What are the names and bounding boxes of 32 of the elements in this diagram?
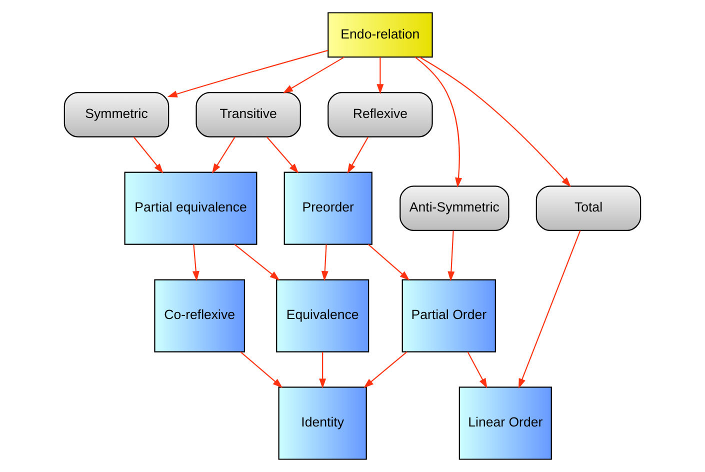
arrow <box>321 244 328 282</box>
node-box: Co-reflexive <box>154 279 246 352</box>
node-box: Anti-Symmetric <box>400 186 510 232</box>
arrow <box>448 230 455 282</box>
arrow <box>467 352 488 388</box>
arrow <box>368 244 410 281</box>
arrow <box>319 352 326 389</box>
arrow <box>192 244 200 282</box>
node-box: Reflexive <box>328 92 433 138</box>
node-box: Partial Order <box>402 279 496 352</box>
arrow <box>364 352 408 388</box>
arrow <box>518 230 581 389</box>
arrow <box>419 56 571 188</box>
node-box: Transitive <box>196 92 301 138</box>
node-box: Identity <box>278 386 367 460</box>
node-box: Total <box>536 186 642 232</box>
node-box: Endo-relation <box>328 12 433 58</box>
arrow <box>282 56 344 94</box>
arrow <box>347 136 369 174</box>
node-box: Linear Order <box>458 386 552 460</box>
node-box: Symmetric <box>64 92 170 138</box>
arrow <box>240 352 283 388</box>
arrow <box>212 136 236 174</box>
arrow <box>167 50 328 98</box>
arrow <box>133 136 164 174</box>
arrow <box>266 136 299 174</box>
node-box: Preorder <box>284 172 372 245</box>
node-box: Equivalence <box>276 279 370 352</box>
node-box: Partial equivalence <box>124 172 258 245</box>
arrow <box>234 244 280 280</box>
arrow <box>414 56 462 188</box>
arrow <box>376 57 384 94</box>
